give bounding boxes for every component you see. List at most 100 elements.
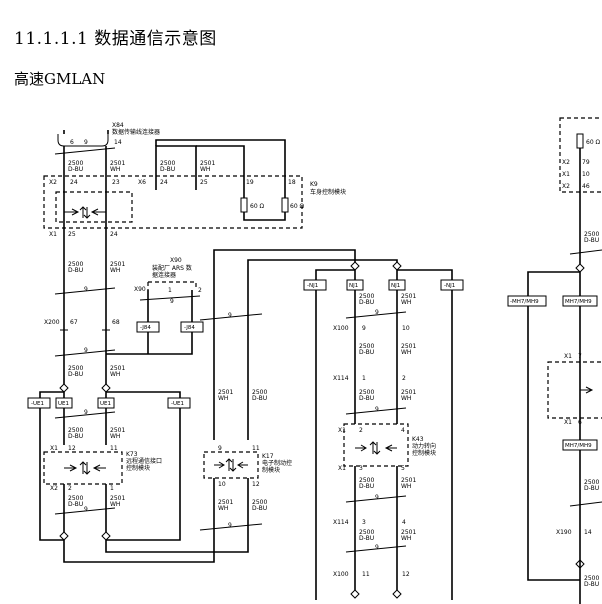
svg-text:2500: 2500 (68, 427, 83, 434)
svg-text:2500: 2500 (584, 231, 599, 238)
svg-text:D-BU: D-BU (160, 166, 175, 173)
svg-text:19: 19 (246, 179, 254, 186)
svg-text:远程通信接口: 远程通信接口 (126, 457, 162, 465)
svg-text:X190: X190 (556, 529, 572, 536)
svg-text:9: 9 (228, 522, 232, 529)
svg-text:9: 9 (375, 544, 379, 551)
svg-text:2500: 2500 (584, 479, 599, 486)
svg-text:9: 9 (375, 406, 379, 413)
svg-text:2500: 2500 (359, 477, 374, 484)
svg-text:11: 11 (110, 445, 118, 452)
svg-text:60 Ω: 60 Ω (586, 139, 601, 146)
svg-text:4: 4 (402, 519, 406, 526)
x90-ars-connector: X90 装配厂 ARS 数 据连接器 X90 1 2 9 -J84 -J84 (106, 257, 204, 355)
svg-text:24: 24 (160, 179, 168, 186)
svg-text:X114: X114 (333, 519, 349, 526)
svg-text:79: 79 (582, 159, 590, 166)
svg-text:装配厂 ARS 数: 装配厂 ARS 数 (152, 264, 192, 272)
svg-text:WH: WH (110, 267, 120, 274)
svg-text:2500: 2500 (584, 575, 599, 582)
svg-text:2500: 2500 (68, 365, 83, 372)
svg-text:14: 14 (584, 529, 592, 536)
svg-text:1: 1 (168, 287, 172, 294)
svg-text:2501: 2501 (110, 365, 125, 372)
k17-brake-control-module: 9 2501 WH 2500 D-BU 9 11 K17 电子制动控 制模块 1… (199, 249, 302, 512)
svg-text:4: 4 (401, 427, 405, 434)
svg-text:23: 23 (112, 179, 120, 186)
svg-text:X1: X1 (49, 231, 57, 238)
svg-text:-UE1: -UE1 (31, 401, 44, 407)
svg-text:D-BU: D-BU (359, 395, 374, 402)
svg-text:2501: 2501 (401, 477, 416, 484)
svg-text:14: 14 (114, 139, 122, 146)
svg-text:2501: 2501 (401, 343, 416, 350)
svg-text:WH: WH (218, 395, 228, 402)
x84-data-link-connector: X84 数据传输线连接器 6 9 14 (57, 122, 160, 147)
svg-text:2501: 2501 (110, 261, 125, 268)
svg-text:68: 68 (112, 319, 120, 326)
svg-text:2501: 2501 (200, 160, 215, 167)
wire-labels-k9-top: 2500 D-BU 2501 WH 2500 D-BU 2501 WH (68, 160, 215, 173)
svg-text:控制模块: 控制模块 (126, 464, 150, 472)
svg-text:9: 9 (84, 286, 88, 293)
svg-text:D-BU: D-BU (584, 581, 599, 588)
svg-text:WH: WH (401, 483, 411, 490)
svg-text:2500: 2500 (252, 389, 267, 396)
svg-text:数据传输线连接器: 数据传输线连接器 (112, 128, 160, 136)
svg-text:67: 67 (70, 319, 78, 326)
svg-text:WH: WH (110, 501, 120, 508)
svg-text:X1: X1 (564, 353, 572, 360)
svg-text:X100: X100 (333, 571, 349, 578)
svg-text:X114: X114 (333, 375, 349, 382)
k9-x6-loop (155, 139, 286, 190)
svg-text:9: 9 (84, 506, 88, 513)
svg-text:2: 2 (68, 485, 72, 492)
svg-text:2500: 2500 (359, 529, 374, 536)
svg-text:7: 7 (578, 353, 582, 360)
k9-body-control-module: X2 24 23 X6 24 25 19 18 K9 车身控制模块 60 Ω 6… (43, 175, 346, 238)
svg-text:9: 9 (84, 409, 88, 416)
svg-text:6: 6 (578, 419, 582, 426)
svg-text:9: 9 (218, 445, 222, 452)
svg-text:2501: 2501 (401, 529, 416, 536)
svg-text:MH7/MH9: MH7/MH9 (565, 443, 592, 449)
svg-text:2501: 2501 (401, 389, 416, 396)
svg-text:2501: 2501 (218, 389, 233, 396)
svg-text:控制模块: 控制模块 (412, 449, 436, 457)
svg-text:-NJ1: -NJ1 (307, 283, 318, 289)
svg-text:25: 25 (200, 179, 208, 186)
svg-text:X90: X90 (170, 257, 182, 264)
svg-text:5: 5 (401, 465, 405, 472)
svg-text:18: 18 (288, 179, 296, 186)
svg-text:24: 24 (70, 179, 78, 186)
svg-text:X1: X1 (338, 465, 346, 472)
svg-text:2501: 2501 (218, 499, 233, 506)
svg-text:25: 25 (68, 231, 76, 238)
svg-text:D-BU: D-BU (359, 535, 374, 542)
svg-text:9: 9 (84, 139, 88, 146)
svg-text:11: 11 (252, 445, 260, 452)
svg-text:K43: K43 (412, 436, 424, 443)
svg-text:9: 9 (84, 347, 88, 354)
svg-text:10: 10 (402, 325, 410, 332)
svg-text:D-BU: D-BU (68, 371, 83, 378)
svg-text:X200: X200 (44, 319, 60, 326)
svg-text:2501: 2501 (401, 293, 416, 300)
svg-text:WH: WH (200, 166, 210, 173)
svg-text:WH: WH (401, 299, 411, 306)
svg-text:2500: 2500 (359, 343, 374, 350)
svg-text:X1: X1 (562, 171, 570, 178)
svg-text:X90: X90 (134, 286, 146, 293)
svg-text:3: 3 (359, 465, 363, 472)
svg-text:X2: X2 (50, 485, 58, 492)
svg-text:9: 9 (362, 325, 366, 332)
section-title: 11.1.1.1 数据通信示意图 (14, 29, 217, 49)
svg-text:D-BU: D-BU (68, 166, 83, 173)
svg-text:-NJ1: -NJ1 (444, 283, 455, 289)
svg-text:2501: 2501 (110, 427, 125, 434)
svg-text:2501: 2501 (110, 495, 125, 502)
svg-text:1: 1 (110, 485, 114, 492)
svg-text:MH7/MH9: MH7/MH9 (565, 299, 592, 305)
svg-text:X1: X1 (338, 427, 346, 434)
